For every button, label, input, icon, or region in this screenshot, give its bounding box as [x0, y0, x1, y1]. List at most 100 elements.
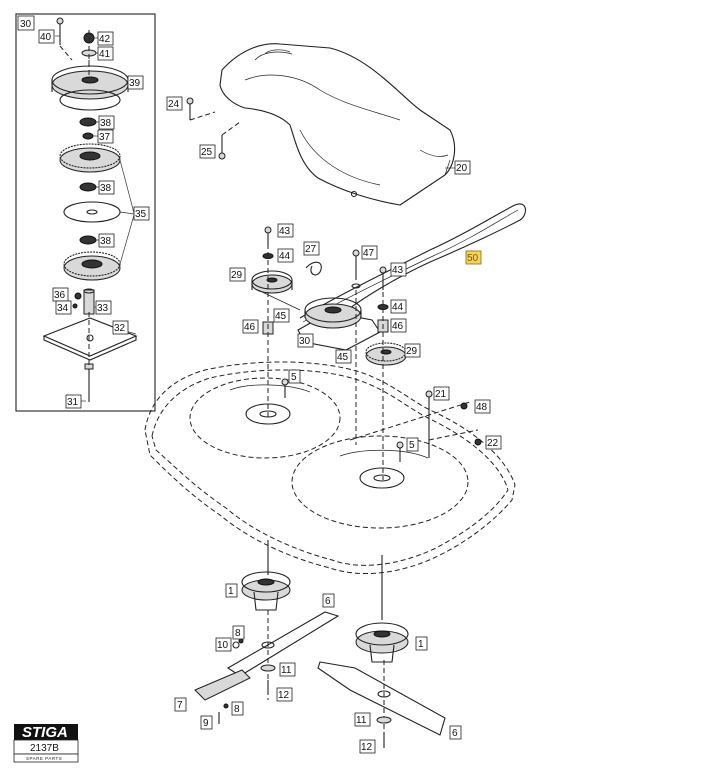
- callout-6: 6: [322, 593, 335, 608]
- svg-text:8: 8: [234, 704, 240, 715]
- svg-text:40: 40: [40, 32, 52, 43]
- callout-42: 42: [97, 31, 114, 46]
- inset-label: 30: [20, 19, 32, 30]
- callout-34: 34: [55, 300, 72, 315]
- svg-text:44: 44: [392, 302, 404, 313]
- callout-48: 48: [474, 399, 491, 414]
- svg-text:10: 10: [217, 640, 229, 651]
- svg-text:50: 50: [467, 253, 479, 264]
- callout-1: 1: [415, 636, 428, 651]
- spindles-and-blades: [194, 540, 446, 748]
- callout-43: 43: [390, 262, 407, 277]
- svg-text:27: 27: [305, 244, 317, 255]
- callout-38: 38: [98, 233, 115, 248]
- callout-22: 22: [485, 435, 502, 450]
- deck-cover-20: [186, 43, 456, 206]
- callout-29: 29: [229, 267, 246, 282]
- callout-30: 30: [297, 333, 314, 348]
- svg-text:29: 29: [231, 270, 243, 281]
- callout-7: 7: [174, 697, 187, 712]
- svg-text:38: 38: [100, 236, 112, 247]
- svg-text:33: 33: [97, 303, 109, 314]
- callout-36: 36: [52, 287, 69, 302]
- svg-text:24: 24: [168, 99, 180, 110]
- callout-39: 39: [127, 75, 144, 90]
- svg-text:31: 31: [67, 397, 79, 408]
- svg-text:5: 5: [291, 372, 297, 383]
- callout-45: 45: [273, 308, 290, 323]
- svg-text:32: 32: [114, 323, 126, 334]
- callout-8: 8: [232, 625, 245, 640]
- callout-6: 6: [449, 725, 462, 740]
- inset-detail-30: 30: [15, 13, 156, 412]
- svg-text:45: 45: [337, 352, 349, 363]
- svg-text:46: 46: [244, 322, 256, 333]
- callout-8: 8: [231, 701, 244, 716]
- svg-text:12: 12: [278, 690, 290, 701]
- svg-text:45: 45: [275, 311, 287, 322]
- svg-text:42: 42: [99, 34, 111, 45]
- svg-text:5: 5: [409, 440, 415, 451]
- callout-12: 12: [359, 739, 376, 754]
- callout-20: 20: [454, 160, 471, 175]
- callout-24: 24: [166, 96, 183, 111]
- callout-44: 44: [277, 248, 294, 263]
- callout-21: 21: [433, 386, 450, 401]
- callout-38: 38: [98, 115, 115, 130]
- callout-40: 40: [38, 29, 55, 44]
- callout-27: 27: [303, 241, 320, 256]
- svg-text:35: 35: [135, 209, 147, 220]
- svg-text:38: 38: [100, 183, 112, 194]
- callout-43: 43: [277, 223, 294, 238]
- callout-45: 45: [335, 349, 352, 364]
- svg-text:37: 37: [99, 132, 111, 143]
- callout-25: 25: [199, 144, 216, 159]
- callout-38: 38: [98, 180, 115, 195]
- svg-text:7: 7: [177, 700, 183, 711]
- svg-text:29: 29: [406, 346, 418, 357]
- callout-46: 46: [390, 318, 407, 333]
- svg-text:44: 44: [279, 251, 291, 262]
- logo-text: STIGA: [22, 724, 68, 741]
- svg-text:38: 38: [100, 118, 112, 129]
- svg-text:36: 36: [54, 290, 66, 301]
- svg-text:39: 39: [129, 78, 141, 89]
- stiga-logo: [14, 724, 78, 740]
- callout-5: 5: [406, 437, 419, 452]
- callout-41: 41: [97, 46, 114, 61]
- brand-block: STIGA 2137B SPARE PARTS: [13, 724, 79, 763]
- svg-text:11: 11: [356, 715, 367, 726]
- brand-tagline: SPARE PARTS: [26, 756, 62, 761]
- callout-11: 11: [354, 712, 371, 727]
- svg-text:47: 47: [363, 248, 375, 259]
- callout-10: 10: [215, 637, 232, 652]
- callout-50: 50: [465, 250, 482, 265]
- svg-text:34: 34: [57, 303, 69, 314]
- svg-text:6: 6: [452, 728, 458, 739]
- callout-5: 5: [288, 369, 301, 384]
- callout-46: 46: [242, 319, 259, 334]
- svg-text:43: 43: [392, 265, 404, 276]
- callout-31: 31: [65, 394, 82, 409]
- svg-text:9: 9: [203, 718, 209, 729]
- svg-text:43: 43: [279, 226, 291, 237]
- svg-text:48: 48: [476, 402, 488, 413]
- svg-text:11: 11: [281, 665, 292, 676]
- svg-text:25: 25: [201, 147, 213, 158]
- svg-text:1: 1: [228, 586, 234, 597]
- diagram-code: 2137B: [30, 743, 59, 754]
- svg-text:20: 20: [456, 163, 468, 174]
- callout-33: 33: [95, 300, 112, 315]
- svg-text:46: 46: [392, 321, 404, 332]
- svg-text:12: 12: [361, 742, 373, 753]
- callout-44: 44: [390, 299, 407, 314]
- mower-deck: [144, 361, 516, 575]
- pulley-assembly: [251, 226, 407, 480]
- svg-text:22: 22: [487, 438, 499, 449]
- callout-47: 47: [361, 245, 378, 260]
- callout-1: 1: [225, 583, 238, 598]
- callout-11: 11: [279, 662, 296, 677]
- callout-32: 32: [112, 320, 129, 335]
- callout-9: 9: [200, 715, 213, 730]
